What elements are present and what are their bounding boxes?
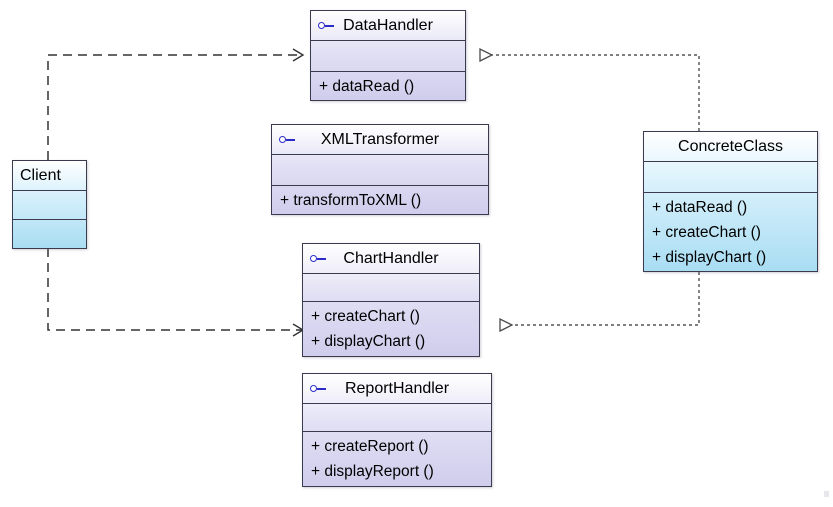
class-title-datahandler: DataHandler [311, 11, 465, 41]
class-name-label: ConcreteClass [678, 138, 783, 155]
class-node-charthandler[interactable]: ChartHandler + createChart () + displayC… [302, 243, 480, 357]
corner-artifact-mark [824, 491, 829, 497]
class-attributes-datahandler [311, 41, 465, 72]
class-operations-concreteclass: + dataRead () + createChart () + display… [644, 193, 817, 273]
class-operations-datahandler: + dataRead () [311, 72, 465, 102]
operation-item: + transformToXML () [280, 192, 422, 209]
operation-item: + displayChart () [311, 333, 426, 350]
class-node-client[interactable]: Client [12, 160, 87, 249]
class-node-concreteclass[interactable]: ConcreteClass + dataRead () + createChar… [643, 131, 818, 272]
interface-lollipop-icon [279, 136, 296, 144]
class-attributes-reporthandler [303, 404, 491, 432]
class-operations-xmltransformer: + transformToXML () [272, 186, 488, 216]
class-name-label: XMLTransformer [320, 131, 440, 148]
edge-client-to-charthandler [47, 248, 305, 337]
operation-item: + createChart () [652, 224, 761, 241]
interface-lollipop-icon [310, 255, 327, 263]
operation-item: + dataRead () [319, 78, 415, 95]
class-title-concreteclass: ConcreteClass [644, 132, 817, 162]
interface-lollipop-icon [318, 22, 335, 30]
class-attributes-concreteclass [644, 162, 817, 193]
class-title-client: Client [13, 161, 86, 191]
class-attributes-client [13, 191, 86, 220]
class-name-label: ChartHandler [343, 250, 439, 267]
class-name-label: DataHandler [343, 17, 433, 34]
operation-item: + displayReport () [311, 463, 434, 480]
interface-lollipop-icon [310, 385, 327, 393]
operation-item: + displayChart () [652, 249, 767, 266]
edge-client-to-datahandler [47, 48, 305, 175]
edge-concreteclass-realizes-datahandler [479, 47, 700, 131]
class-name-label: Client [20, 167, 61, 184]
class-title-charthandler: ChartHandler [303, 244, 479, 274]
class-operations-charthandler: + createChart () + displayChart () [303, 302, 479, 357]
class-attributes-charthandler [303, 274, 479, 302]
edge-concreteclass-realizes-charthandler [499, 272, 700, 333]
class-attributes-xmltransformer [272, 155, 488, 186]
class-operations-reporthandler: + createReport () + displayReport () [303, 432, 491, 487]
class-operations-client [13, 220, 86, 248]
operation-item: + createChart () [311, 308, 420, 325]
class-node-xmltransformer[interactable]: XMLTransformer + transformToXML () [271, 124, 489, 215]
class-node-reporthandler[interactable]: ReportHandler + createReport () + displa… [302, 373, 492, 487]
class-title-xmltransformer: XMLTransformer [272, 125, 488, 155]
operation-item: + createReport () [311, 438, 429, 455]
class-title-reporthandler: ReportHandler [303, 374, 491, 404]
class-name-label: ReportHandler [344, 380, 450, 397]
class-node-datahandler[interactable]: DataHandler + dataRead () [310, 10, 466, 101]
operation-item: + dataRead () [652, 199, 748, 216]
